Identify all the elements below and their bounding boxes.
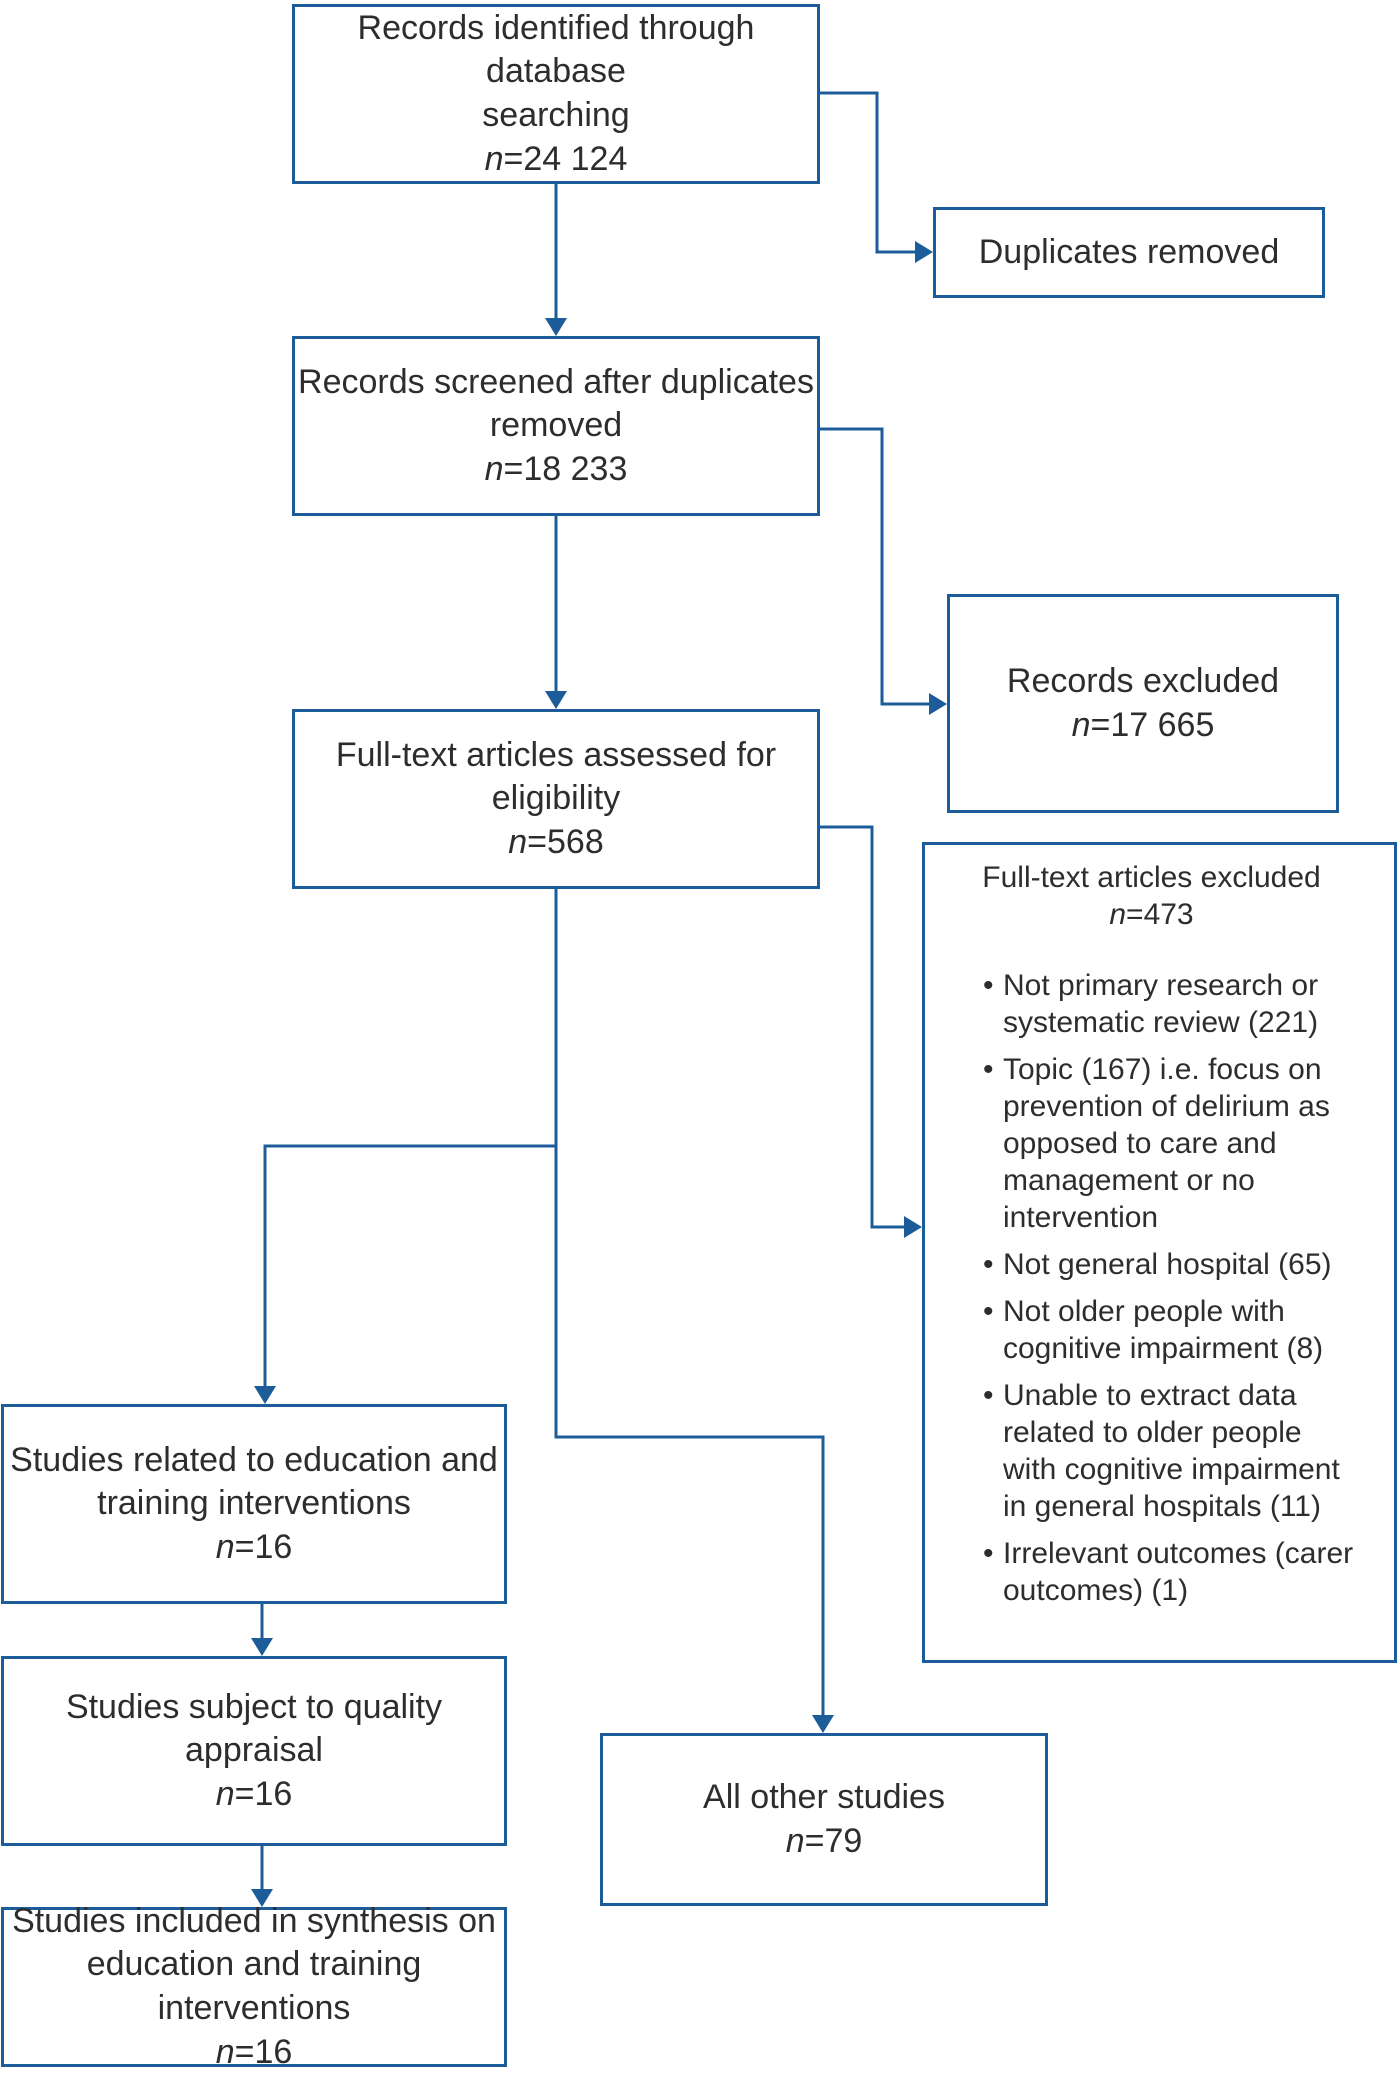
box-line: education and training interventions	[86, 1945, 422, 2027]
arrowhead-down	[545, 318, 567, 336]
n-count: n=568	[508, 822, 604, 861]
connector-to-fulltext-excluded	[820, 825, 904, 1229]
exclusion-reason-text: Not primary research or systematic revie…	[1003, 969, 1319, 1039]
box-line: Records excluded	[1006, 661, 1280, 700]
n-count: n=16	[215, 1774, 293, 1813]
exclusion-reason-item: • Irrelevant outcomes (carer outcomes) (…	[983, 1535, 1378, 1609]
box-fulltext-excluded: Full-text articles excluded n=473 • Not …	[922, 842, 1397, 1663]
box-line: Records identified through database	[357, 8, 755, 91]
bullet-icon: •	[983, 1379, 994, 1412]
arrowhead-right	[929, 693, 947, 715]
exclusion-reason-item: • Topic (167) i.e. focus on prevention o…	[983, 1051, 1378, 1236]
box-line: Records screened after duplicates	[298, 362, 814, 401]
box-line: eligibility	[491, 779, 621, 818]
n-count: n=18 233	[484, 449, 628, 488]
n-count: n=16	[215, 2032, 293, 2071]
exclusion-reason-list: • Not primary research or systematic rev…	[925, 967, 1378, 1609]
exclusion-reason-item: • Not older people with cognitive impair…	[983, 1293, 1378, 1367]
connector-to-records-excluded	[820, 427, 929, 706]
exclusion-reason-item: • Unable to extract data related to olde…	[983, 1377, 1378, 1525]
bullet-icon: •	[983, 1053, 994, 1086]
n-count: n=16	[215, 1527, 293, 1566]
box-line: Duplicates removed	[978, 232, 1280, 271]
arrowhead-right	[904, 1216, 922, 1238]
box-records-identified: Records identified through database sear…	[292, 4, 820, 184]
box-duplicates-removed: Duplicates removed	[933, 207, 1325, 298]
exclusion-reason-text: Not general hospital (65)	[1003, 1248, 1332, 1281]
box-line: All other studies	[703, 1777, 945, 1816]
exclusion-reason-item: • Not primary research or systematic rev…	[983, 967, 1378, 1041]
bullet-icon: •	[983, 1537, 994, 1570]
n-count: n=17 665	[1071, 705, 1215, 744]
box-records-excluded: Records excluded n=17 665	[947, 594, 1339, 813]
bullet-icon: •	[983, 1248, 994, 1281]
box-line: Full-text articles assessed for	[335, 735, 777, 774]
box-records-screened: Records screened after duplicates remove…	[292, 336, 820, 516]
connector-to-duplicates	[820, 91, 915, 254]
n-count: n=24 124	[484, 139, 628, 178]
box-synthesis-studies: Studies included in synthesis on educati…	[1, 1902, 507, 2071]
exclusion-reason-text: Not older people with cognitive impairme…	[1003, 1295, 1324, 1365]
box-education-studies: Studies related to education and trainin…	[1, 1404, 507, 1604]
box-line: searching	[482, 96, 630, 134]
box-line: removed	[489, 406, 623, 445]
exclusion-reason-item: • Not general hospital (65)	[983, 1246, 1378, 1283]
bullet-icon: •	[983, 1295, 994, 1328]
n-count: n=473	[1109, 898, 1194, 931]
box-line: Full-text articles excluded	[982, 861, 1321, 894]
box-fulltext-assessed: Full-text articles assessed for eligibil…	[292, 709, 820, 889]
box-quality-appraisal: Studies subject to quality appraisal n=1…	[1, 1656, 507, 1846]
box-line: Studies included in synthesis on	[12, 1901, 496, 1940]
exclusion-reason-text: Unable to extract data related to older …	[1003, 1379, 1340, 1523]
branch-to-all-other	[554, 889, 825, 1715]
box-all-other-studies: All other studies n=79	[600, 1733, 1048, 1906]
box-line: Studies related to education and	[10, 1440, 498, 1479]
bullet-icon: •	[983, 969, 994, 1002]
box-line: training interventions	[97, 1484, 411, 1523]
exclusion-reason-text: Irrelevant outcomes (carer outcomes) (1)	[1003, 1537, 1354, 1607]
arrowhead-down	[251, 1889, 273, 1907]
branch-to-education	[263, 1144, 556, 1386]
exclusion-box-header: Full-text articles excluded n=473	[925, 859, 1378, 933]
box-line: Studies subject to quality appraisal	[65, 1687, 443, 1770]
arrowhead-down	[545, 691, 567, 709]
arrowhead-right	[915, 241, 933, 263]
n-count: n=79	[785, 1821, 863, 1860]
arrowhead-down	[812, 1715, 834, 1733]
arrowhead-down	[254, 1386, 276, 1404]
exclusion-reason-text: Topic (167) i.e. focus on prevention of …	[1003, 1053, 1330, 1234]
arrowhead-down	[251, 1638, 273, 1656]
